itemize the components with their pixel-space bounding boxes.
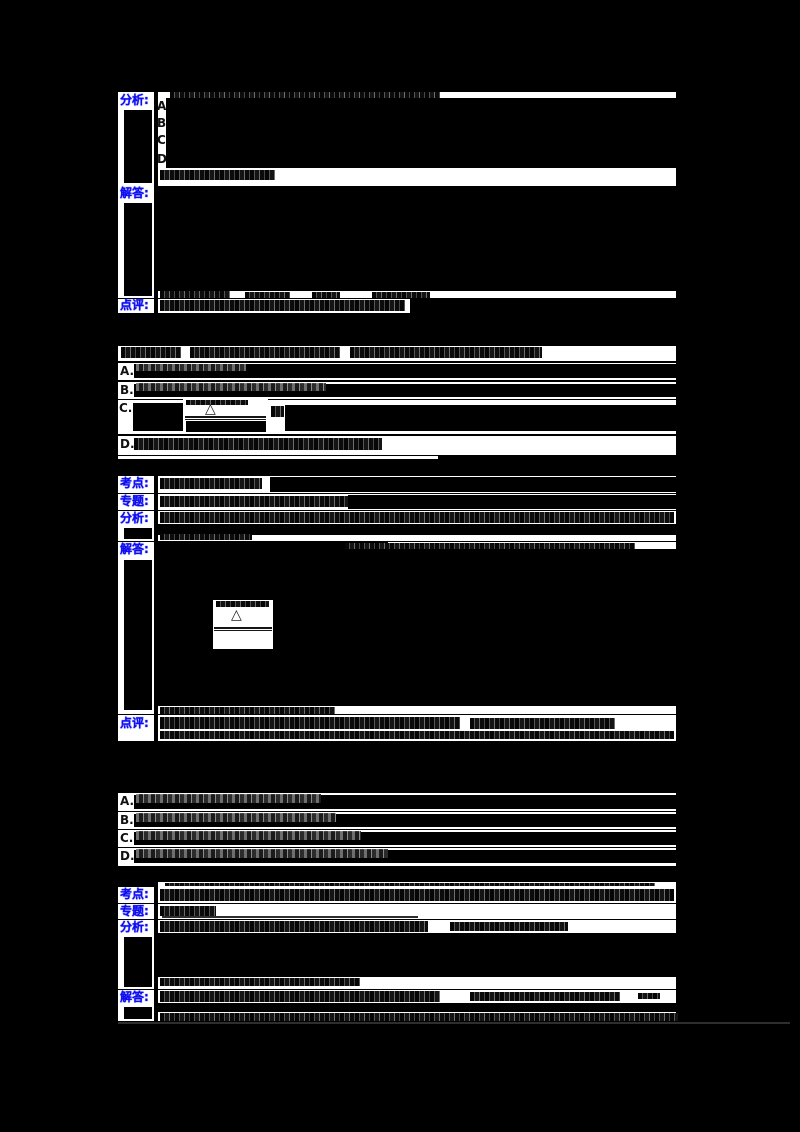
redacted-text (160, 717, 460, 729)
redacted-text (160, 731, 674, 739)
redaction-bar (158, 933, 676, 977)
fraction-triangle: △ (231, 607, 242, 623)
option-letter: D. (120, 437, 135, 451)
redacted-text (638, 993, 660, 999)
label-cell (118, 476, 154, 493)
option-letter: D. (120, 849, 135, 863)
redaction-bar (166, 98, 676, 168)
label-cell (118, 904, 154, 919)
redacted-text (245, 292, 290, 298)
redacted-text (160, 534, 252, 540)
redacted-text (160, 906, 216, 916)
option-letter: B. (120, 813, 134, 827)
fraction-box (213, 600, 273, 649)
label-cell (118, 494, 154, 510)
option-letter: C (157, 133, 166, 147)
analysis-label: 分析: (120, 93, 149, 107)
redaction-bar (124, 203, 152, 296)
redaction-bar (124, 1007, 152, 1019)
redaction-bar (133, 403, 183, 431)
option-letter: A. (120, 794, 135, 808)
redacted-text (160, 512, 674, 523)
fraction-triangle: △ (205, 401, 216, 417)
content-cell (158, 904, 676, 919)
concept-label: 考点: (120, 476, 149, 490)
redaction-bar (124, 110, 152, 183)
analysis-label: 分析: (120, 920, 149, 934)
redacted-text (470, 992, 620, 1001)
option-letter: B. (120, 383, 134, 397)
redacted-text (121, 347, 181, 358)
redacted-text (160, 978, 360, 986)
fraction-bar (185, 416, 266, 420)
redaction-bar (124, 937, 152, 987)
redacted-text (136, 794, 321, 803)
redacted-text (136, 849, 388, 858)
answer-label: 解答: (120, 990, 149, 1004)
redacted-text (160, 496, 348, 507)
redaction-bar (270, 477, 676, 492)
comment-label: 点评: (120, 298, 149, 312)
redacted-text (271, 406, 284, 417)
redacted-text (134, 438, 382, 450)
redacted-text (186, 400, 248, 405)
answer-label: 解答: (120, 542, 149, 556)
redaction-bar (158, 542, 388, 551)
redacted-text (170, 92, 440, 101)
redaction-bar (348, 495, 676, 509)
redacted-text (160, 707, 335, 714)
redacted-text (470, 718, 615, 729)
redacted-text (190, 347, 340, 358)
redacted-text (136, 364, 246, 371)
redacted-text (372, 292, 430, 298)
fraction-bar (214, 627, 272, 631)
redacted-text (160, 291, 230, 298)
redaction-bar (186, 421, 266, 432)
answer-label: 解答: (120, 186, 149, 200)
redaction-bar (158, 186, 676, 291)
redacted-text (160, 300, 405, 311)
redacted-text (136, 831, 361, 840)
label-cell (118, 887, 154, 903)
comment-label: 点评: (120, 716, 149, 730)
label-cell (118, 299, 154, 313)
redacted-text (160, 478, 262, 489)
redacted-text (450, 922, 568, 931)
redacted-text (165, 883, 655, 886)
topic-label: 专题: (120, 904, 149, 918)
analysis-label: 分析: (120, 511, 149, 525)
redacted-text (350, 347, 542, 358)
redaction-bar (134, 364, 676, 378)
bottom-rule (118, 1022, 790, 1024)
redacted-text (160, 921, 428, 932)
redacted-text (312, 292, 340, 298)
option-letter: D (157, 152, 167, 166)
redaction-bar (158, 524, 676, 535)
concept-label: 考点: (120, 887, 149, 901)
topic-label: 专题: (120, 494, 149, 508)
redacted-text (160, 889, 674, 901)
redaction-bar (124, 560, 152, 710)
redacted-text (160, 991, 440, 1002)
option-letter: C. (119, 401, 133, 415)
redaction-bar (410, 299, 676, 313)
underline (162, 916, 418, 918)
redacted-text (345, 543, 635, 549)
redaction-bar (124, 528, 152, 539)
option-letter: A (157, 99, 167, 113)
redacted-text (160, 170, 275, 180)
label-cell (118, 715, 154, 741)
redacted-text (136, 813, 336, 822)
option-letter: B (157, 116, 167, 130)
redacted-text (216, 601, 269, 607)
option-letter: C. (120, 831, 134, 845)
redacted-text (136, 383, 326, 391)
divider-sliver (118, 456, 438, 459)
redaction-bar (158, 1003, 676, 1012)
redacted-text (160, 1013, 678, 1021)
option-letter: A. (120, 364, 135, 378)
redaction-bar (285, 405, 676, 431)
